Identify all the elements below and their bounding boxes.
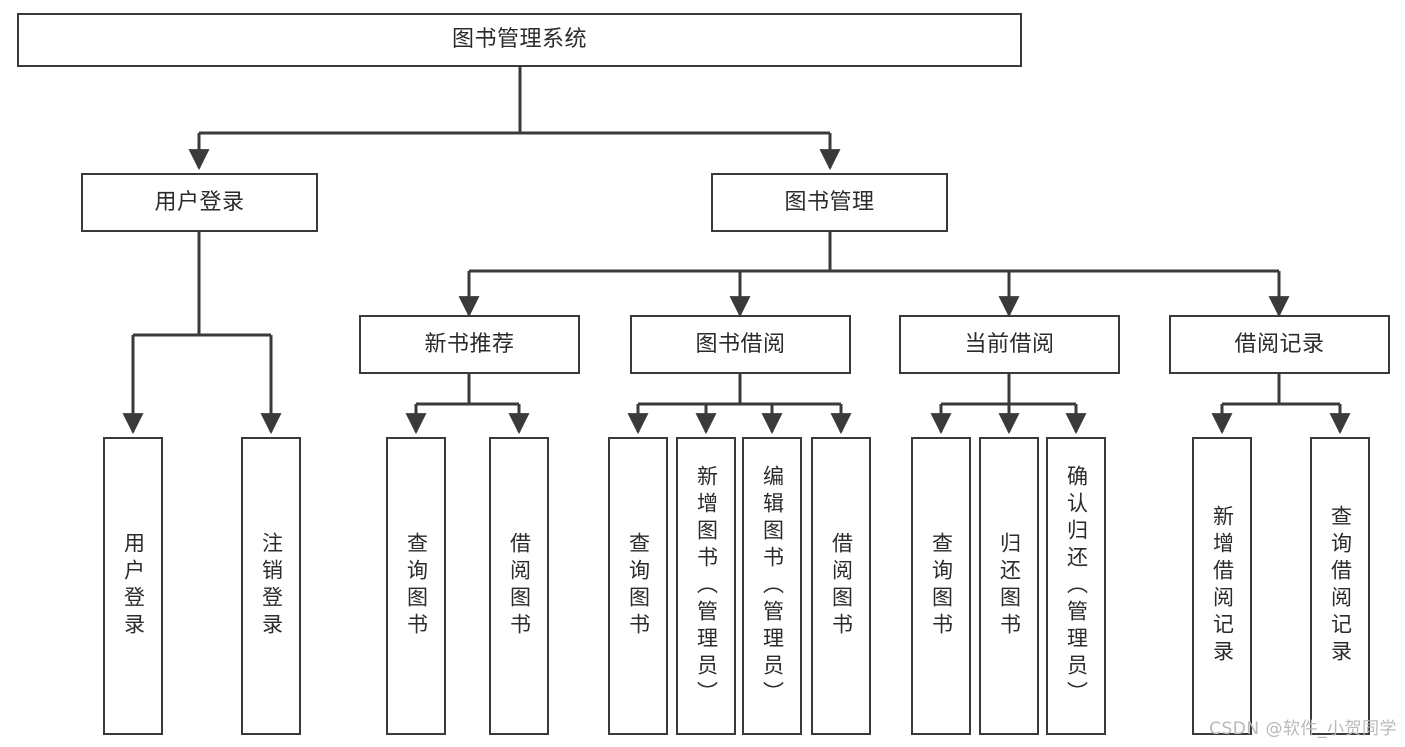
node-leaf-add-borrow-record[interactable]: 新增借阅记录 <box>1192 437 1252 735</box>
node-leaf-borrow-book[interactable]: 借阅图书 <box>811 437 871 735</box>
node-leaf-query-book-new-label: 查询图书 <box>404 532 429 640</box>
node-leaf-edit-book-admin[interactable]: 编辑图书（管理员） <box>742 437 802 735</box>
watermark-text: CSDN @软件_小贺同学 <box>1209 719 1397 739</box>
node-leaf-add-borrow-record-label: 新增借阅记录 <box>1210 505 1235 667</box>
node-leaf-query-book-borrow[interactable]: 查询图书 <box>608 437 668 735</box>
node-leaf-return-book[interactable]: 归还图书 <box>979 437 1039 735</box>
node-new-book-recommend[interactable]: 新书推荐 <box>359 315 580 374</box>
node-user-login[interactable]: 用户登录 <box>81 173 318 232</box>
node-leaf-user-login-label: 用户登录 <box>121 532 146 640</box>
node-leaf-logout-label: 注销登录 <box>259 532 284 640</box>
node-user-login-label: 用户登录 <box>154 189 245 215</box>
node-leaf-confirm-return-admin-label: 确认归还（管理员） <box>1064 464 1089 708</box>
node-leaf-query-borrow-record[interactable]: 查询借阅记录 <box>1310 437 1370 735</box>
node-book-borrow-label: 图书借阅 <box>695 331 786 357</box>
node-leaf-query-book-new[interactable]: 查询图书 <box>386 437 446 735</box>
node-root-book-management-system[interactable]: 图书管理系统 <box>17 13 1022 67</box>
node-current-borrow[interactable]: 当前借阅 <box>899 315 1120 374</box>
node-leaf-add-book-admin-label: 新增图书（管理员） <box>694 464 719 708</box>
node-root-label: 图书管理系统 <box>451 27 587 53</box>
node-leaf-borrow-book-new[interactable]: 借阅图书 <box>489 437 549 735</box>
node-book-borrow[interactable]: 图书借阅 <box>630 315 851 374</box>
node-leaf-borrow-book-new-label: 借阅图书 <box>507 532 532 640</box>
node-leaf-borrow-book-label: 借阅图书 <box>829 532 854 640</box>
node-borrow-record-label: 借阅记录 <box>1234 331 1325 357</box>
node-borrow-record[interactable]: 借阅记录 <box>1169 315 1390 374</box>
node-leaf-add-book-admin[interactable]: 新增图书（管理员） <box>676 437 736 735</box>
node-leaf-query-book-borrow-label: 查询图书 <box>626 532 651 640</box>
node-current-borrow-label: 当前借阅 <box>964 331 1055 357</box>
node-leaf-user-login[interactable]: 用户登录 <box>103 437 163 735</box>
node-leaf-confirm-return-admin[interactable]: 确认归还（管理员） <box>1046 437 1106 735</box>
node-leaf-edit-book-admin-label: 编辑图书（管理员） <box>760 464 785 708</box>
node-book-management-label: 图书管理 <box>784 189 875 215</box>
node-book-management[interactable]: 图书管理 <box>711 173 948 232</box>
node-leaf-logout[interactable]: 注销登录 <box>241 437 301 735</box>
node-leaf-query-book-current[interactable]: 查询图书 <box>911 437 971 735</box>
node-leaf-query-borrow-record-label: 查询借阅记录 <box>1328 505 1353 667</box>
node-new-book-recommend-label: 新书推荐 <box>424 331 515 357</box>
node-leaf-return-book-label: 归还图书 <box>997 532 1022 640</box>
node-leaf-query-book-current-label: 查询图书 <box>929 532 954 640</box>
